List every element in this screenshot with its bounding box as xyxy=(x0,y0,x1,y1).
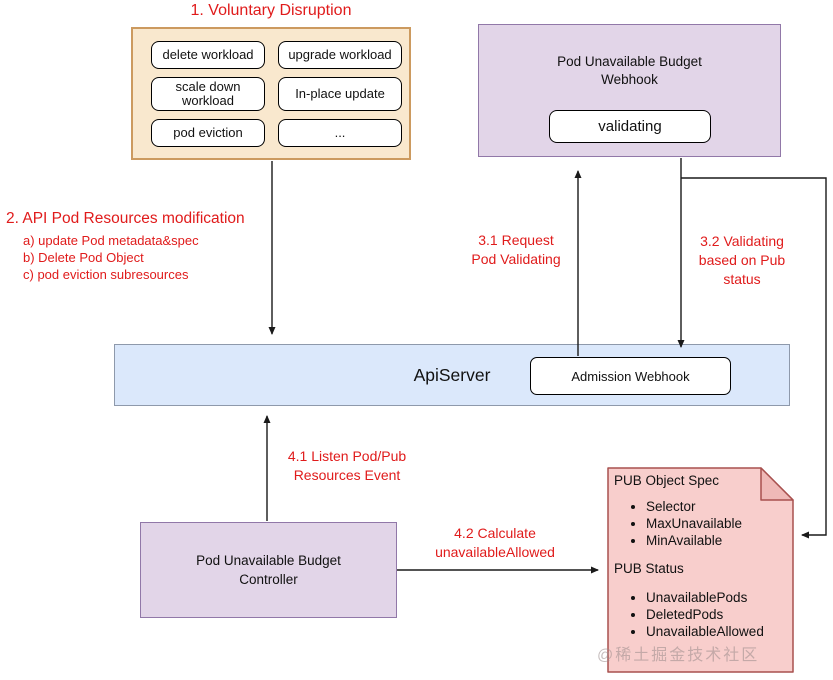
label-validating-based-on-pub-status: 3.2 Validating based on Pub status xyxy=(698,233,786,287)
list-item: a) update Pod metadata&spec xyxy=(23,233,199,248)
node-admission-webhook: Admission Webhook xyxy=(530,357,731,395)
api-server-label: ApiServer xyxy=(413,364,491,385)
pub-status-title: PUB Status xyxy=(614,561,684,576)
node-upgrade-workload: upgrade workload xyxy=(278,41,402,69)
api-modification-list: a) update Pod metadata&spec b) Delete Pod… xyxy=(23,232,306,283)
pub-spec-list: SelectorMaxUnavailableMinAvailable xyxy=(614,498,790,549)
node-scale-down-workload: scale down workload xyxy=(151,77,265,111)
list-item: UnavailableAllowed xyxy=(646,623,790,640)
node-validating: validating xyxy=(549,110,711,143)
voluntary-disruption-title: 1. Voluntary Disruption xyxy=(190,2,352,19)
node-delete-workload: delete workload xyxy=(151,41,265,69)
node-pub-controller: Pod Unavailable Budget Controller xyxy=(140,522,397,618)
list-item: MaxUnavailable xyxy=(646,515,790,532)
pub-status-list: UnavailablePodsDeletedPodsUnavailableAll… xyxy=(614,589,790,640)
list-item: b) Delete Pod Object xyxy=(23,250,144,265)
watermark: @稀土掘金技术社区 xyxy=(597,647,760,664)
api-modification-title: 2. API Pod Resources modification xyxy=(6,210,245,227)
list-item: Selector xyxy=(646,498,790,515)
pub-object-doc-content: PUB Object Spec SelectorMaxUnavailableMi… xyxy=(614,473,790,640)
label-calculate-unavailable-allowed: 4.2 Calculate unavailableAllowed xyxy=(435,525,555,560)
list-item: c) pod eviction subresources xyxy=(23,267,189,282)
api-modification-annotation: 2. API Pod Resources modification a) upd… xyxy=(6,209,306,283)
list-item: MinAvailable xyxy=(646,532,790,549)
voluntary-disruption-group: delete workload upgrade workload scale d… xyxy=(131,27,411,160)
label-request-pod-validating: 3.1 Request Pod Validating xyxy=(471,232,561,267)
node-ellipsis: ... xyxy=(278,119,402,147)
list-item: UnavailablePods xyxy=(646,589,790,606)
node-in-place-update: In-place update xyxy=(278,77,402,111)
list-item: DeletedPods xyxy=(646,606,790,623)
node-pod-eviction: pod eviction xyxy=(151,119,265,147)
pub-webhook-label: Pod Unavailable Budget Webhook xyxy=(557,54,702,87)
node-pub-webhook: Pod Unavailable Budget Webhook validatin… xyxy=(478,24,781,157)
label-listen-pod-pub-resources-event: 4.1 Listen Pod/Pub Resources Event xyxy=(287,448,407,483)
pub-spec-title: PUB Object Spec xyxy=(614,473,720,488)
node-api-server: ApiServer Admission Webhook xyxy=(114,344,790,406)
